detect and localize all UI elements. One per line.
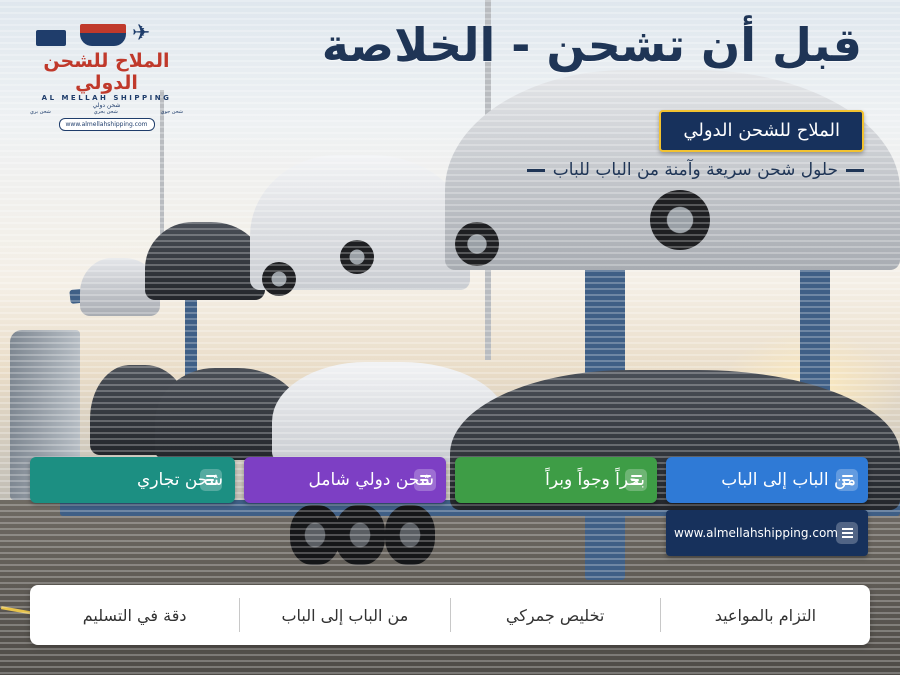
logo-service-tags: شحن جوي شحن بحري شحن بري (24, 109, 189, 115)
truck-wheel (385, 505, 435, 565)
wheel (262, 262, 296, 296)
logo-tag: شحن جوي (160, 109, 183, 115)
wheel (650, 190, 710, 250)
company-logo: ✈ الملاح للشحن الدولي AL MELLAH SHIPPING… (24, 22, 189, 131)
logo-website[interactable]: www.almellahshipping.com (58, 118, 155, 131)
light-pole (160, 90, 164, 250)
features-bar: التزام بالمواعيد تخليص جمركي من الباب إل… (30, 585, 870, 645)
menu-icon (414, 469, 436, 491)
car (145, 222, 265, 300)
menu-icon (836, 469, 858, 491)
divider (659, 598, 661, 632)
service-pill-label: بحراً وجواً وبراً (545, 470, 645, 490)
divider (449, 598, 451, 632)
ship-icon (80, 24, 126, 46)
website-box[interactable]: www.almellahshipping.com (666, 510, 868, 556)
menu-icon (836, 522, 858, 544)
plane-icon: ✈ (132, 21, 151, 46)
service-pill-commercial[interactable]: شحن تجاري (30, 457, 235, 503)
service-pill-comprehensive[interactable]: شحن دولي شامل (244, 457, 446, 503)
logo-icons: ✈ (24, 22, 189, 50)
dash-decoration (846, 168, 864, 172)
menu-icon (200, 469, 222, 491)
brand-label: الملاح للشحن الدولي (659, 110, 864, 152)
feature-item: التزام بالمواعيد (714, 605, 817, 625)
logo-subtitle: شحن دولي (92, 102, 121, 109)
page-title: قبل أن تشحن - الخلاصة (321, 18, 862, 72)
service-pill-label: من الباب إلى الباب (721, 470, 856, 490)
logo-name-english: AL MELLAH SHIPPING (41, 94, 172, 102)
feature-item: من الباب إلى الباب (281, 605, 409, 625)
logo-name-arabic: الملاح للشحن الدولي (43, 50, 170, 94)
feature-item: تخليص جمركي (505, 605, 605, 625)
service-pill-door-to-door[interactable]: من الباب إلى الباب (666, 457, 868, 503)
divider (239, 598, 241, 632)
truck-wheel (335, 505, 385, 565)
wheel (340, 240, 374, 274)
feature-item: دقة في التسليم (82, 605, 187, 625)
service-pill-label: شحن دولي شامل (308, 470, 435, 490)
menu-icon (625, 469, 647, 491)
tagline: حلول شحن سريعة وآمنة من الباب للباب (526, 160, 864, 180)
logo-tag: شحن بري (30, 109, 51, 115)
truck-icon (36, 30, 66, 46)
truck-wheel (290, 505, 340, 565)
logo-tag: شحن بحري (93, 109, 118, 115)
service-pill-sea-air-land[interactable]: بحراً وجواً وبراً (455, 457, 657, 503)
dash-decoration (526, 168, 545, 172)
service-pill-label: شحن تجاري (137, 470, 223, 490)
website-link[interactable]: www.almellahshipping.com (674, 526, 838, 540)
wheel (455, 222, 499, 266)
tagline-text: حلول شحن سريعة وآمنة من الباب للباب (552, 160, 838, 180)
